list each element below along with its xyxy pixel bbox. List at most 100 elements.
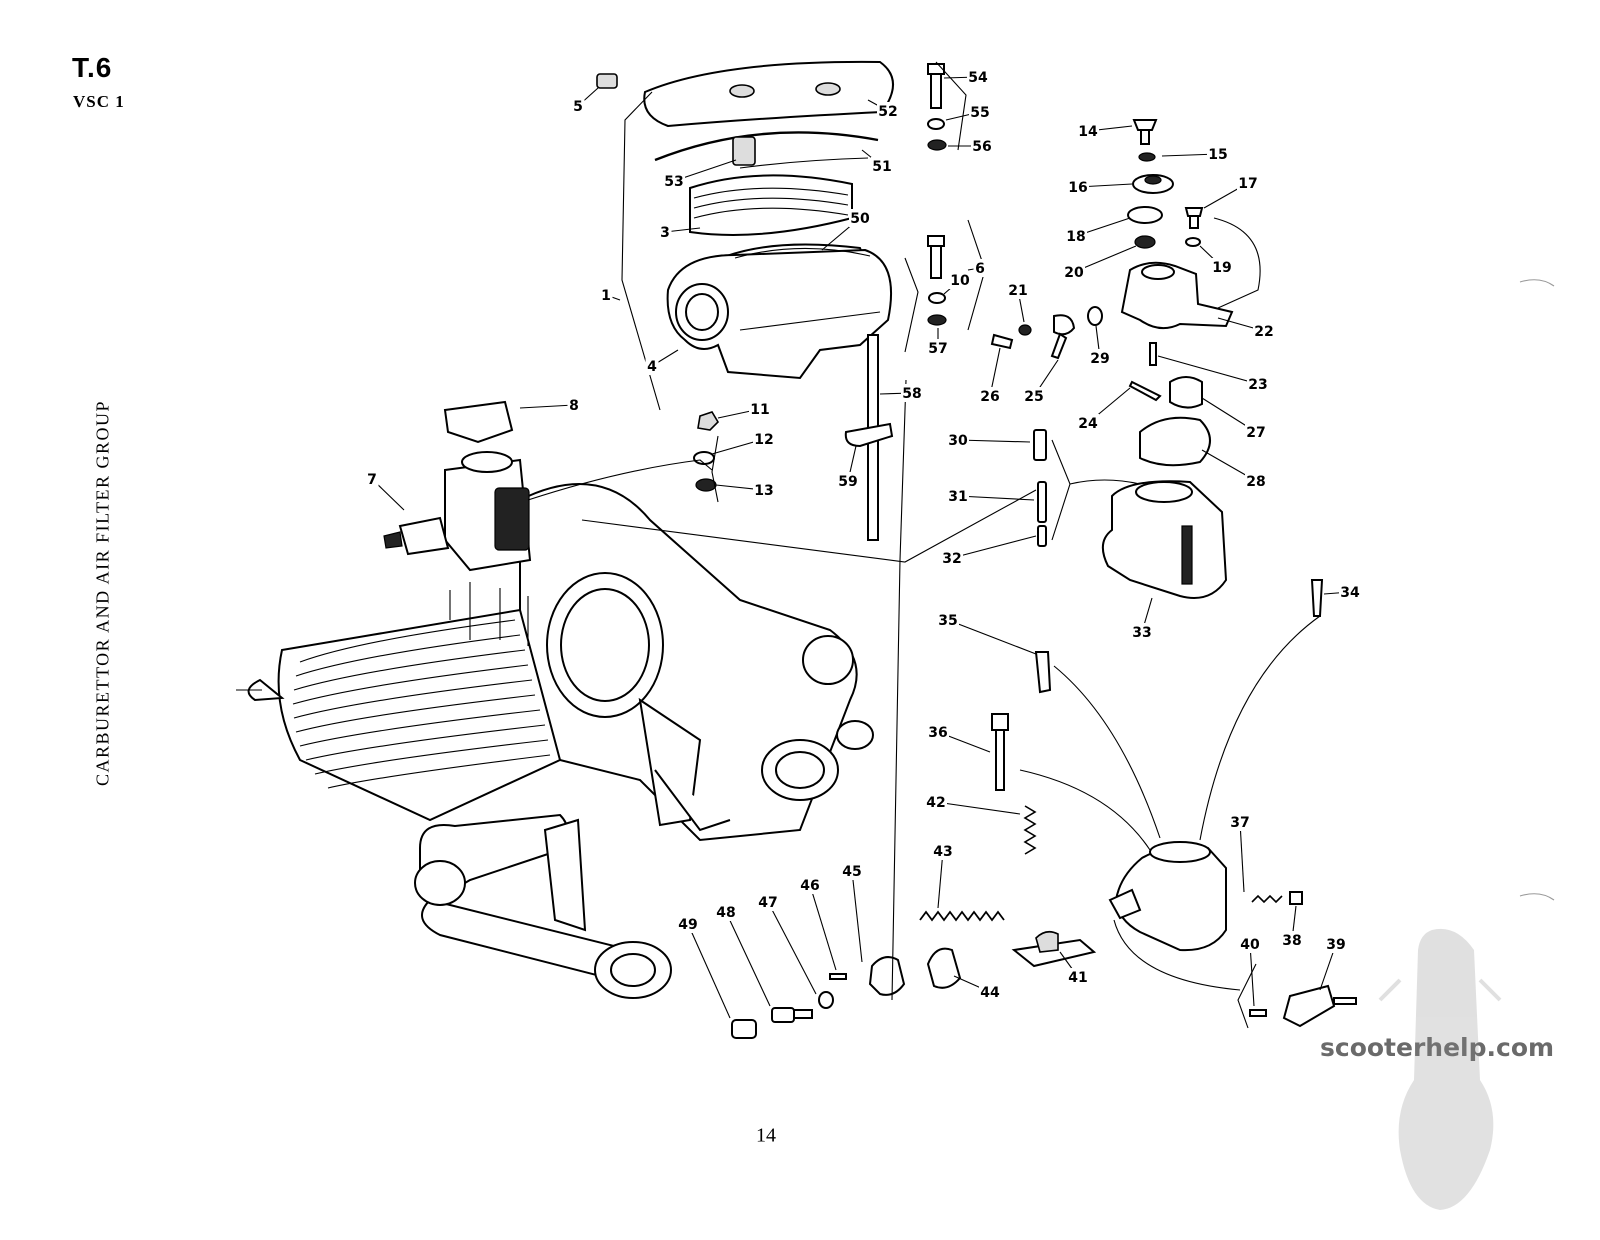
- label-bg-59: [837, 472, 859, 490]
- part-label-19: 19: [1212, 260, 1231, 276]
- label-bg-11: [749, 400, 771, 418]
- label-bg-31: [947, 487, 969, 505]
- part-label-3: 3: [660, 225, 670, 241]
- label-bg-53: [663, 172, 685, 190]
- label-bg-21: [1007, 281, 1029, 299]
- part-label-33: 33: [1132, 625, 1151, 641]
- page-number: 14: [756, 1124, 776, 1147]
- part-label-24: 24: [1078, 416, 1098, 432]
- leader-49: [687, 923, 731, 1019]
- part-label-53: 53: [664, 174, 683, 190]
- label-bg-42: [925, 793, 947, 811]
- label-bg-22: [1253, 322, 1275, 340]
- engine-illustration: [236, 483, 874, 999]
- leader-32: [951, 535, 1037, 559]
- part-label-54: 54: [968, 70, 988, 86]
- label-bg-20: [1063, 263, 1085, 281]
- part-label-37: 37: [1230, 815, 1249, 831]
- label-bg-1: [599, 286, 613, 304]
- part-label-5: 5: [573, 99, 583, 115]
- label-bg-29: [1089, 349, 1111, 367]
- leader-30: [957, 439, 1031, 443]
- leader-23: [1157, 355, 1259, 385]
- label-bg-5: [571, 97, 585, 115]
- part-label-32: 32: [942, 551, 961, 567]
- leader-45: [851, 870, 863, 963]
- label-bg-36: [927, 723, 949, 741]
- leader-43: [937, 850, 944, 909]
- label-bg-26: [979, 387, 1001, 405]
- part-label-18: 18: [1066, 229, 1085, 245]
- part-label-31: 31: [948, 489, 967, 505]
- part-label-8: 8: [569, 398, 579, 414]
- label-bg-49: [677, 915, 699, 933]
- part-label-27: 27: [1246, 425, 1265, 441]
- label-bg-56: [971, 137, 993, 155]
- label-bg-37: [1229, 813, 1251, 831]
- part-label-7: 7: [367, 472, 377, 488]
- part-label-43: 43: [933, 844, 952, 860]
- leader-37: [1239, 821, 1245, 893]
- part-label-16: 16: [1068, 180, 1087, 196]
- part-label-57: 57: [928, 341, 947, 357]
- label-bg-35: [937, 611, 959, 629]
- part-label-47: 47: [758, 895, 777, 911]
- part-label-22: 22: [1254, 324, 1273, 340]
- label-bg-38: [1281, 931, 1303, 949]
- part-label-58: 58: [902, 386, 921, 402]
- label-bg-57: [927, 339, 949, 357]
- part-label-17: 17: [1238, 176, 1257, 192]
- part-label-56: 56: [972, 139, 991, 155]
- leader-48: [725, 911, 771, 1007]
- label-bg-10: [949, 271, 971, 289]
- part-label-50: 50: [850, 211, 870, 227]
- label-bg-50: [849, 209, 871, 227]
- label-bg-32: [941, 549, 963, 567]
- label-bg-19: [1211, 258, 1233, 276]
- label-bg-13: [753, 481, 775, 499]
- leader-47: [767, 901, 817, 995]
- part-label-59: 59: [838, 474, 857, 490]
- leader-42: [935, 801, 1021, 815]
- label-bg-51: [871, 157, 893, 175]
- part-label-52: 52: [878, 104, 897, 120]
- leader-40: [1249, 943, 1255, 1007]
- label-bg-48: [715, 903, 737, 921]
- label-bg-28: [1245, 472, 1267, 490]
- label-bg-7: [365, 470, 379, 488]
- part-label-20: 20: [1064, 265, 1084, 281]
- label-bg-16: [1067, 178, 1089, 196]
- part-label-55: 55: [970, 105, 989, 121]
- part-label-34: 34: [1340, 585, 1360, 601]
- part-label-45: 45: [842, 864, 861, 880]
- part-label-35: 35: [938, 613, 957, 629]
- part-label-14: 14: [1078, 124, 1098, 140]
- label-bg-43: [932, 842, 954, 860]
- label-bg-41: [1067, 968, 1089, 986]
- label-bg-6: [973, 259, 987, 277]
- part-label-10: 10: [950, 273, 970, 289]
- leader-46: [809, 884, 837, 971]
- air-filter-group: [596, 60, 947, 541]
- part-label-44: 44: [980, 985, 1000, 1001]
- part-label-26: 26: [980, 389, 999, 405]
- label-bg-46: [799, 876, 821, 894]
- label-bg-18: [1065, 227, 1087, 245]
- label-bg-8: [567, 396, 581, 414]
- part-label-30: 30: [948, 433, 968, 449]
- label-bg-4: [645, 357, 659, 375]
- label-bg-54: [967, 68, 989, 86]
- label-bg-14: [1077, 122, 1099, 140]
- part-label-49: 49: [678, 917, 697, 933]
- part-label-25: 25: [1024, 389, 1043, 405]
- part-label-46: 46: [800, 878, 819, 894]
- part-label-11: 11: [750, 402, 769, 418]
- label-bg-33: [1131, 623, 1153, 641]
- carburettor-assembly-7: [383, 400, 532, 572]
- label-bg-55: [969, 103, 991, 121]
- part-label-21: 21: [1008, 283, 1027, 299]
- part-label-29: 29: [1090, 351, 1109, 367]
- part-label-39: 39: [1326, 937, 1345, 953]
- part-label-28: 28: [1246, 474, 1265, 490]
